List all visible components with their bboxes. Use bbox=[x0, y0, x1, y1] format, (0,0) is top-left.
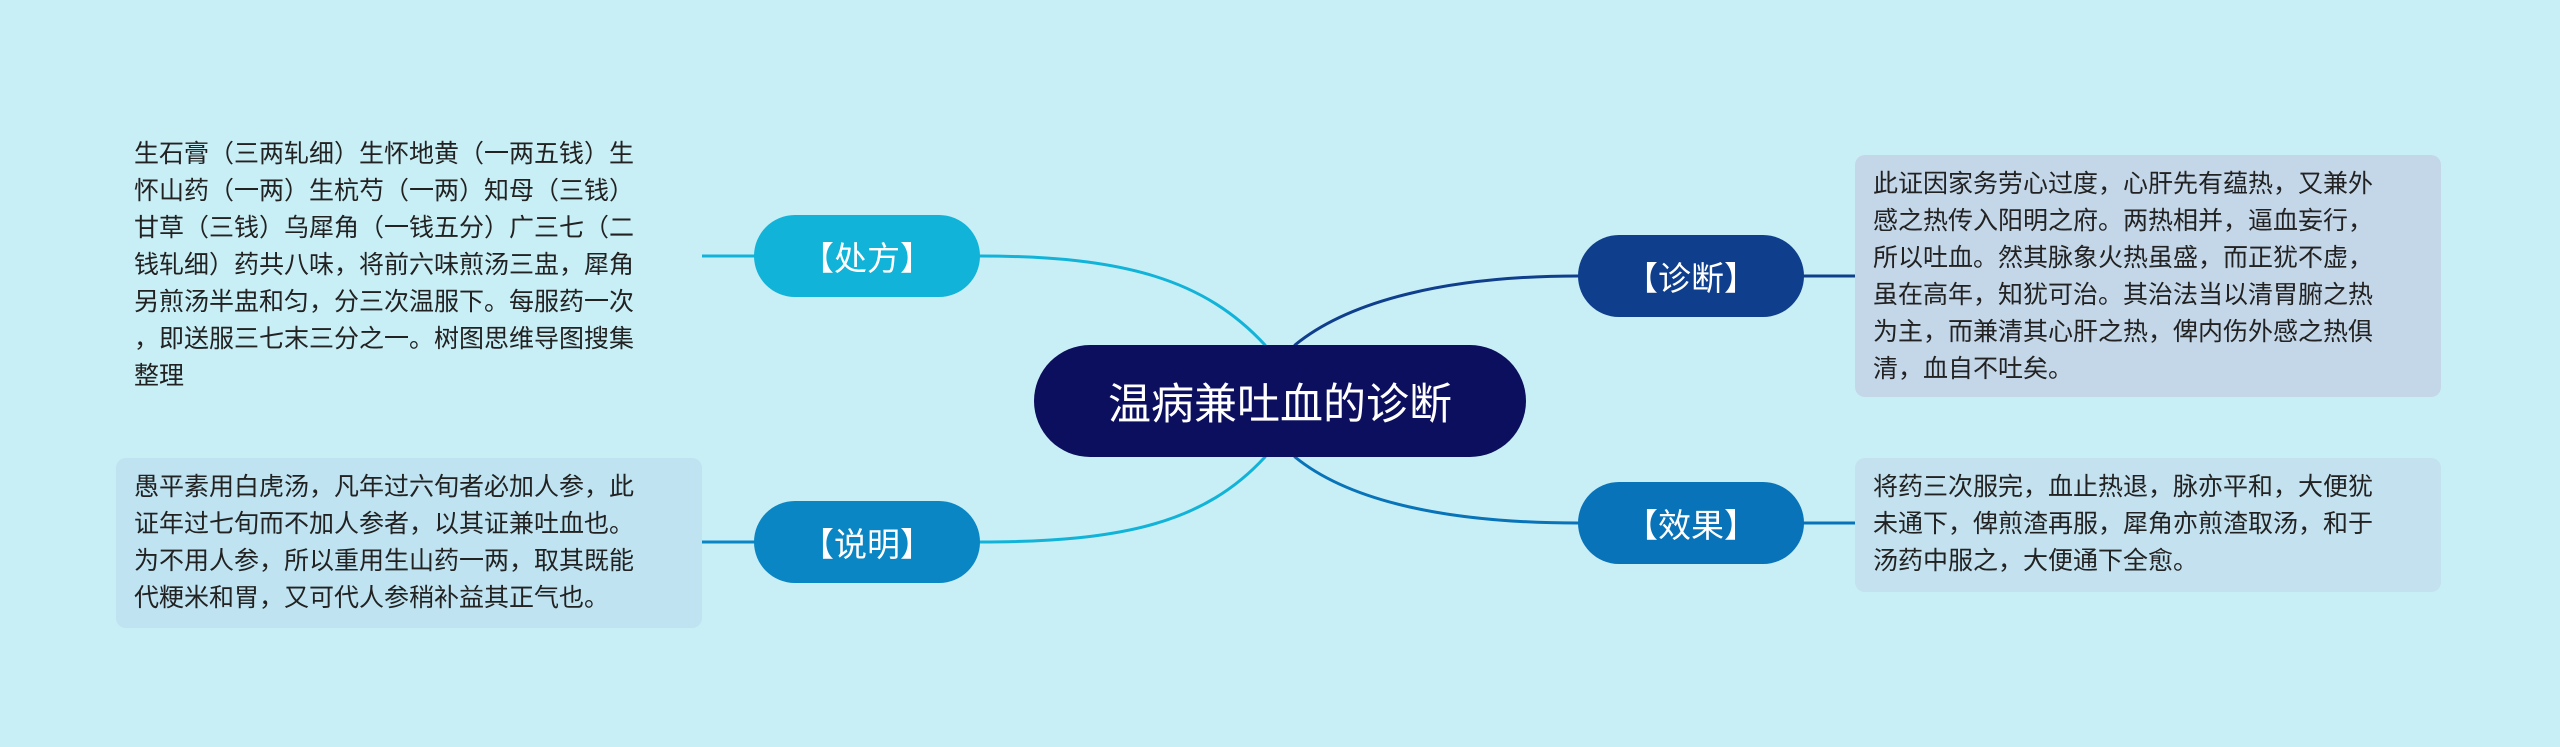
branch-effect-label: 【效果】 bbox=[1625, 506, 1757, 545]
text-line: 清，血自不吐矣。 bbox=[1873, 354, 2074, 383]
text-line: 未通下，俾煎渣再服，犀角亦煎渣取汤，和于 bbox=[1873, 509, 2374, 538]
text-line: 整理 bbox=[134, 361, 185, 390]
text-line: 另煎汤半盅和匀，分三次温服下。每服药一次 bbox=[134, 287, 635, 316]
root-topic[interactable]: 温病兼吐血的诊断 bbox=[1034, 345, 1526, 457]
leaf-effect-text: 将药三次服完，血止热退，脉亦平和，大便犹 未通下，俾煎渣再服，犀角亦煎渣取汤，和… bbox=[1855, 458, 2441, 592]
connector-root-explanation bbox=[978, 455, 1267, 544]
text-line: 感之热传入阳明之府。两热相并，逼血妄行， bbox=[1873, 206, 2374, 235]
text-line: 生石膏（三两轧细）生怀地黄（一两五钱）生 bbox=[134, 139, 635, 168]
branch-explanation[interactable]: 【说明】 bbox=[754, 501, 980, 583]
leaf-diagnosis-text: 此证因家务劳心过度，心肝先有蕴热，又兼外 感之热传入阳明之府。两热相并，逼血妄行… bbox=[1855, 155, 2441, 397]
branch-effect[interactable]: 【效果】 bbox=[1578, 482, 1804, 564]
text-line: ，即送服三七末三分之一。树图思维导图搜集 bbox=[134, 324, 635, 353]
branch-prescription-label: 【处方】 bbox=[801, 239, 933, 278]
connector-root-diagnosis bbox=[1293, 274, 1580, 347]
branch-explanation-label: 【说明】 bbox=[801, 525, 933, 564]
leaf-explanation-text: 愚平素用白虎汤，凡年过六旬者必加人参，此 证年过七旬而不加人参者，以其证兼吐血也… bbox=[116, 458, 702, 628]
text-line: 代粳米和胃，又可代人参稍补益其正气也。 bbox=[134, 583, 610, 612]
text-line: 证年过七旬而不加人参者，以其证兼吐血也。 bbox=[134, 509, 635, 538]
text-line: 怀山药（一两）生杭芍（一两）知母（三钱） bbox=[134, 176, 635, 205]
connector-root-prescription bbox=[978, 254, 1267, 347]
branch-diagnosis-label: 【诊断】 bbox=[1625, 259, 1757, 298]
text-line: 此证因家务劳心过度，心肝先有蕴热，又兼外 bbox=[1873, 169, 2374, 198]
text-line: 为主，而兼清其心肝之热，俾内伤外感之热俱 bbox=[1873, 317, 2374, 346]
branch-diagnosis[interactable]: 【诊断】 bbox=[1578, 235, 1804, 317]
text-line: 钱轧细）药共八味，将前六味煎汤三盅，犀角 bbox=[134, 250, 635, 279]
branch-prescription[interactable]: 【处方】 bbox=[754, 215, 980, 297]
text-line: 将药三次服完，血止热退，脉亦平和，大便犹 bbox=[1873, 472, 2374, 501]
text-line: 甘草（三钱）乌犀角（一钱五分）广三七（二 bbox=[134, 213, 635, 242]
text-line: 汤药中服之，大便通下全愈。 bbox=[1873, 546, 2199, 575]
text-line: 虽在高年，知犹可治。其治法当以清胃腑之热 bbox=[1873, 280, 2374, 309]
text-line: 为不用人参，所以重用生山药一两，取其既能 bbox=[134, 546, 635, 575]
text-line: 所以吐血。然其脉象火热虽盛，而正犹不虚， bbox=[1873, 243, 2374, 272]
leaf-prescription-text: 生石膏（三两轧细）生怀地黄（一两五钱）生 怀山药（一两）生杭芍（一两）知母（三钱… bbox=[116, 125, 702, 391]
text-line: 愚平素用白虎汤，凡年过六旬者必加人参，此 bbox=[134, 472, 635, 501]
root-topic-label: 温病兼吐血的诊断 bbox=[1108, 380, 1452, 430]
connector-root-effect bbox=[1293, 455, 1580, 525]
